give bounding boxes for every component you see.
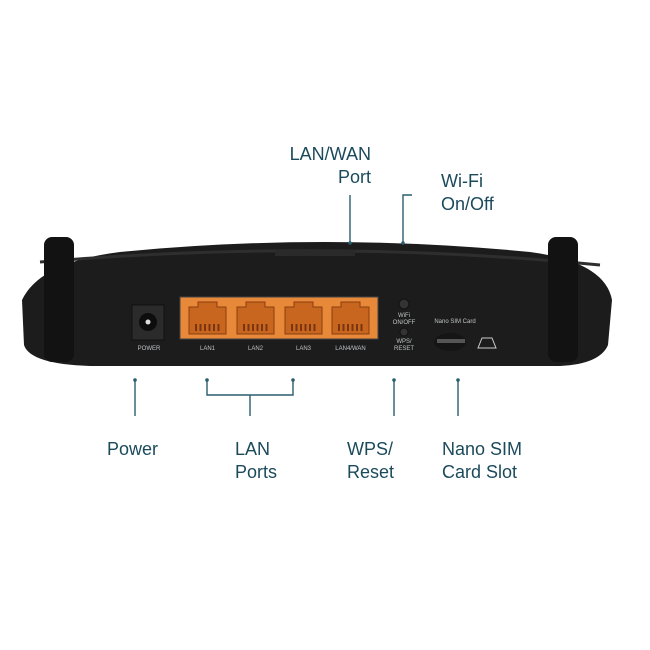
port-pin xyxy=(261,324,263,331)
ethernet-port-4 xyxy=(331,301,370,335)
callout-lan-wan-port: LAN/WAN Port xyxy=(283,143,371,189)
ethernet-port-3 xyxy=(284,301,323,335)
callout-dot xyxy=(348,241,352,245)
right-antenna xyxy=(548,237,578,362)
port-pin xyxy=(360,324,363,331)
port-pin xyxy=(309,324,311,331)
callout-lan-ports: LAN Ports xyxy=(235,438,277,484)
callout-line: LAN xyxy=(235,439,271,459)
port-pin xyxy=(265,324,268,331)
ethernet-ports xyxy=(188,301,370,335)
left-antenna xyxy=(44,237,74,362)
lan3-label: LAN3 xyxy=(295,346,311,352)
callout-dots xyxy=(133,241,460,382)
port-pin xyxy=(347,324,349,331)
lan4-wan-label: LAN4/WAN xyxy=(335,346,366,352)
port-pin xyxy=(256,324,259,331)
port-pin xyxy=(300,324,302,331)
callout-line: LAN/WAN xyxy=(289,144,371,164)
wifi-callout-line xyxy=(402,194,412,243)
sim-slot-opening xyxy=(437,339,465,343)
port-pin xyxy=(252,324,254,331)
callout-wifi-onoff: Wi-Fi On/Off xyxy=(441,170,494,216)
callout-power: Power xyxy=(107,438,158,461)
port-pin xyxy=(304,324,307,331)
port-pin xyxy=(313,324,316,331)
callout-line: Nano SIM xyxy=(442,439,523,459)
lan1-label: LAN1 xyxy=(199,346,215,352)
callout-dot xyxy=(456,378,460,382)
lan2-label: LAN2 xyxy=(247,346,263,352)
ethernet-port-2 xyxy=(236,301,275,335)
callout-line: Ports xyxy=(235,462,278,482)
power-jack-pin xyxy=(145,319,151,325)
wifi-button-label: WiFi ON/OFF xyxy=(392,313,416,326)
callout-dot xyxy=(392,378,396,382)
callout-nano-sim: Nano SIM Card Slot xyxy=(442,438,522,484)
callout-line: On/Off xyxy=(441,194,494,214)
port-pin xyxy=(351,324,354,331)
callout-lines xyxy=(134,194,459,416)
wps-button-label: WPS/ RESET xyxy=(393,339,414,352)
port-pin xyxy=(195,324,197,331)
router-top-vent xyxy=(275,250,355,256)
callout-line: Power xyxy=(107,439,159,459)
callout-dot xyxy=(401,241,405,245)
callout-dot xyxy=(291,378,295,382)
lan-ports-bracket xyxy=(206,380,294,396)
port-pin xyxy=(243,324,245,331)
callout-dot xyxy=(205,378,209,382)
port-pin xyxy=(199,324,202,331)
port-pin xyxy=(213,324,215,331)
sim-icon xyxy=(477,337,497,349)
sim-slot-label: Nano SIM Card xyxy=(434,319,476,325)
ethernet-port-1 xyxy=(188,301,227,335)
callout-line: Reset xyxy=(347,462,395,482)
callout-line: Wi-Fi xyxy=(441,171,483,191)
callout-dot xyxy=(133,378,137,382)
port-pin xyxy=(342,324,345,331)
port-pin xyxy=(291,324,293,331)
wps-button xyxy=(399,327,409,337)
port-pin xyxy=(356,324,358,331)
power-port-label: POWER xyxy=(137,346,161,352)
port-pin xyxy=(217,324,220,331)
callout-line: Port xyxy=(337,167,371,187)
port-pin xyxy=(208,324,211,331)
port-pin xyxy=(338,324,340,331)
callout-line: WPS/ xyxy=(347,439,394,459)
wifi-button xyxy=(398,298,410,310)
port-pin xyxy=(204,324,206,331)
port-pin xyxy=(295,324,298,331)
callout-wps-reset: WPS/ Reset xyxy=(347,438,394,484)
port-pin xyxy=(247,324,250,331)
callout-line: Card Slot xyxy=(442,462,518,482)
